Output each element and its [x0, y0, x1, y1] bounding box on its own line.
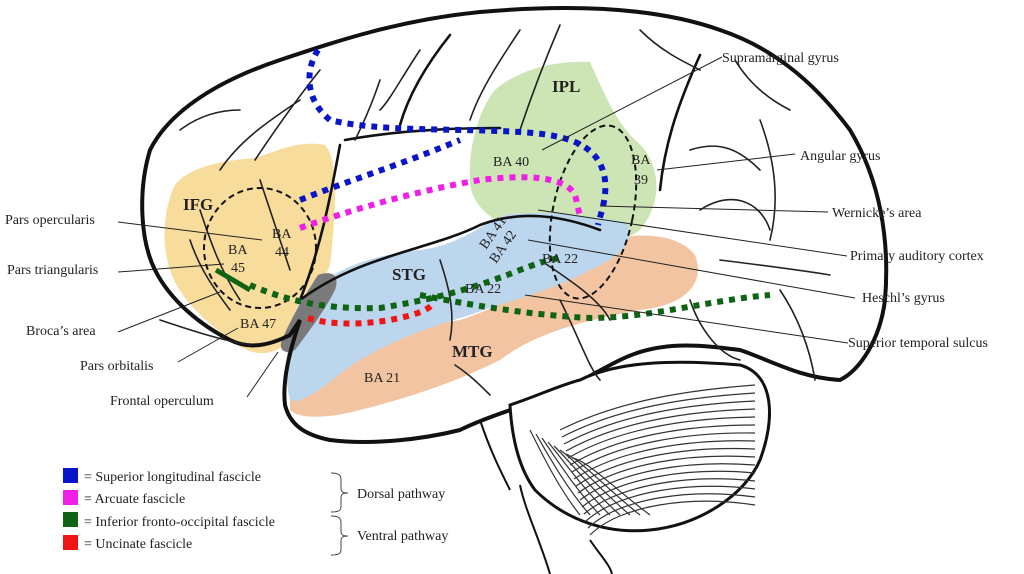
- cerebellum-folium-line: [583, 478, 756, 515]
- pathway-label-dorsal: Dorsal pathway: [357, 487, 445, 502]
- cerebellum-folium-line: [585, 485, 756, 522]
- cerebellum-folium-line: [559, 384, 756, 431]
- legend-swatch-ifof: [63, 512, 78, 527]
- leader-supramarginal-gyrus: [541, 56, 723, 151]
- cerebellum-folium-line: [559, 449, 631, 516]
- ba22-lower-label: BA 22: [465, 282, 501, 297]
- legend: = Superior longitudinal fascicle = Arcua…: [63, 468, 448, 556]
- tract-ifof-start: [214, 267, 252, 293]
- cerebellum-folium-line: [529, 429, 581, 516]
- legend-label-uf: = Uncinate fascicle: [84, 537, 192, 552]
- ba39-label-top: BA: [631, 153, 651, 168]
- cerebellum-folium-line: [589, 500, 756, 536]
- leader-pars-orbitalis: [177, 327, 239, 363]
- cerebellum-folium-line: [587, 493, 756, 529]
- legend-swatch-uf: [63, 535, 78, 550]
- leader-frontal-operculum: [246, 351, 279, 398]
- ba45-label-top: BA: [228, 243, 248, 258]
- pathway-label-ventral: Ventral pathway: [357, 529, 448, 544]
- cerebellum-folia: [529, 384, 756, 536]
- cerebellum-folium-line: [571, 457, 651, 516]
- ba45-label-bottom: 45: [231, 261, 245, 276]
- ba44-label-bottom: 44: [275, 245, 289, 260]
- ba40-label: BA 40: [493, 155, 529, 170]
- ba22-upper-label: BA 22: [542, 252, 578, 267]
- legend-label-af: = Arcuate fascicle: [84, 492, 185, 507]
- cerebellum-folium-line: [565, 408, 756, 452]
- ba44-label-top: BA: [272, 227, 292, 242]
- region-ifg-fill: [164, 143, 335, 354]
- legend-label-ifof: = Inferior fronto-occipital fascicle: [84, 515, 275, 530]
- callout-frontal-operculum: Frontal operculum: [110, 394, 214, 409]
- leader-angular-gyrus: [656, 153, 796, 171]
- brace-ventral: [330, 515, 349, 556]
- callout-supramarginal-gyrus: Supramarginal gyrus: [722, 51, 839, 66]
- cerebellum-folium-line: [547, 441, 611, 516]
- brain-outline: [140, 6, 889, 444]
- cerebellum-folium-line: [563, 400, 756, 445]
- cerebellum-folium-line: [573, 440, 756, 480]
- legend-swatch-af: [63, 490, 78, 505]
- leader-pars-opercularis: [117, 221, 263, 241]
- callout-superior-temporal-sulcus: Superior temporal sulcus: [848, 336, 988, 351]
- sulci: [159, 24, 831, 396]
- brace-dorsal: [330, 472, 349, 513]
- callout-pars-opercularis: Pars opercularis: [5, 213, 95, 228]
- leader-pars-triangularis: [117, 263, 225, 273]
- cerebellum-folium-line: [561, 392, 756, 438]
- legend-swatch-slf: [63, 468, 78, 483]
- callout-pars-triangularis: Pars triangularis: [7, 263, 98, 278]
- region-label-ipl: IPL: [552, 77, 580, 96]
- cerebellum-folium-line: [565, 453, 641, 516]
- cerebellum-folium-line: [571, 432, 756, 473]
- leader-superior-temporal-sulcus: [524, 294, 849, 344]
- callout-pars-orbitalis: Pars orbitalis: [80, 359, 154, 374]
- leader-wernickes-area: [599, 205, 829, 213]
- cerebellum-folium-line: [541, 437, 601, 516]
- region-label-ifg: IFG: [183, 195, 213, 214]
- callout-angular-gyrus: Angular gyrus: [800, 149, 881, 164]
- cerebellum-folium-line: [567, 416, 756, 459]
- callout-heschls-gyrus: Heschl’s gyrus: [862, 291, 945, 306]
- cerebellum-folium-line: [535, 433, 591, 516]
- region-label-stg: STG: [392, 265, 426, 284]
- region-ipl-fill: [469, 61, 657, 240]
- tract-slf-branch: [298, 137, 462, 203]
- wernickes-area-outline: [548, 124, 638, 300]
- callout-brocas-area: Broca’s area: [26, 324, 96, 339]
- leader-primary-auditory-cortex: [537, 209, 848, 257]
- ba47-label: BA 47: [240, 317, 276, 332]
- brocas-area-outline: [203, 187, 317, 309]
- legend-label-slf: = Superior longitudinal fascicle: [84, 470, 261, 485]
- cerebellum-folium-line: [581, 470, 756, 508]
- region-label-mtg: MTG: [452, 342, 493, 361]
- callout-primary-auditory-cortex: Primary auditory cortex: [850, 249, 984, 264]
- leader-brocas-area: [117, 291, 221, 333]
- cerebellum-folium-line: [577, 455, 756, 494]
- leader-heschls-gyrus: [527, 239, 856, 299]
- tract-inferior-fronto-occipital-fascicle: [248, 255, 561, 312]
- tract-ifof-posterior: [419, 292, 771, 322]
- ba21-label: BA 21: [364, 371, 400, 386]
- cerebellum-folium-line: [575, 447, 756, 487]
- cerebellum-folium-line: [553, 445, 621, 516]
- brainstem: [479, 419, 613, 574]
- callout-wernickes-area: Wernicke’s area: [832, 206, 922, 221]
- ba39-label-bottom: 39: [634, 173, 648, 188]
- cerebellum-folium-line: [569, 424, 756, 466]
- region-mtg-fill: [290, 235, 698, 417]
